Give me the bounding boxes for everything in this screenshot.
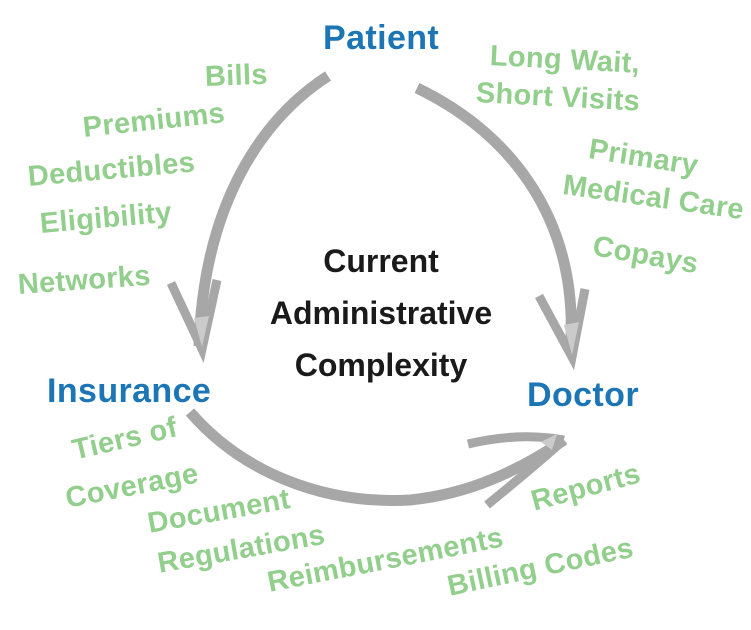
arrow-insurance-to-doctor-icon [185, 408, 568, 509]
center-title-line-3: Complexity [294, 347, 468, 383]
node-patient: Patient [323, 19, 440, 57]
node-doctor: Doctor [527, 376, 639, 414]
center-title-line-1: Current [323, 243, 439, 279]
arrow-patient-to-doctor-icon [414, 83, 590, 371]
label-bills: Bills [204, 58, 269, 93]
node-insurance: Insurance [47, 372, 212, 410]
center-title: Current Administrative Complexity [231, 235, 531, 391]
arrow-patient-to-insurance-icon [166, 71, 331, 363]
center-title-line-2: Administrative [269, 295, 493, 331]
